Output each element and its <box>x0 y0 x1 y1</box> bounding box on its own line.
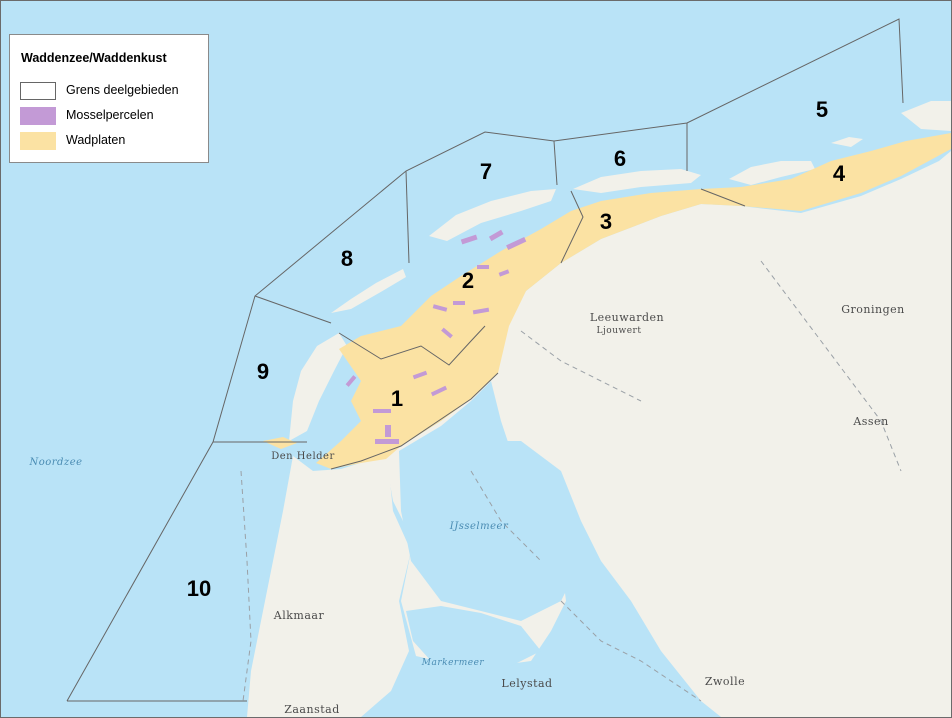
boundary-offshore <box>66 18 904 702</box>
island-schiermonnikoog <box>729 161 815 185</box>
water-label-noordzee: Noordzee <box>28 457 82 468</box>
island-vlieland <box>331 269 406 313</box>
zone-label-4: 4 <box>833 161 846 186</box>
boundary-line <box>553 140 558 186</box>
zone-label-1: 1 <box>391 386 403 411</box>
mussel-plot <box>441 327 453 339</box>
water-label-ijsselmeer: IJsselmeer <box>449 521 509 532</box>
island-borkum <box>901 101 951 131</box>
zone-label-10: 10 <box>187 576 211 601</box>
island-rottumeroog <box>831 137 863 147</box>
legend-swatch-tidal-flats <box>20 132 56 150</box>
zone-label-9: 9 <box>257 359 269 384</box>
zone-label-6: 6 <box>614 146 626 171</box>
mussel-plot <box>432 304 448 312</box>
tidal-flats-area <box>316 133 951 469</box>
boundary-line <box>338 325 486 366</box>
zone-label-8: 8 <box>341 246 353 271</box>
legend-label: Wadplaten <box>66 133 126 147</box>
boundary-line <box>330 372 499 470</box>
place-label-ljouwert: Ljouwert <box>597 326 642 336</box>
island-ameland <box>573 169 701 193</box>
place-label-alkmaar: Alkmaar <box>273 609 325 622</box>
place-label-zaanstad: Zaanstad <box>284 703 340 716</box>
place-label-assen: Assen <box>852 415 888 428</box>
land-north-holland <box>247 446 411 717</box>
map-legend: Waddenzee/Waddenkust Grens deelgebieden … <box>9 34 209 163</box>
island-texel <box>289 333 347 441</box>
water-label-markermeer: Markermeer <box>421 658 485 668</box>
area-boundaries <box>66 18 904 702</box>
mussel-plot <box>373 409 391 413</box>
place-label-zwolle: Zwolle <box>705 675 745 688</box>
zone-label-3: 3 <box>600 209 612 234</box>
boundary-line <box>700 188 746 207</box>
boundary-line <box>254 295 332 324</box>
legend-label: Mosselpercelen <box>66 108 154 122</box>
mussel-plot <box>385 425 391 437</box>
mussel-plot <box>488 229 504 242</box>
legend-title: Waddenzee/Waddenkust <box>21 51 167 65</box>
ijsselmeer-water <box>399 381 581 621</box>
tidal-flats-north-holland <box>263 437 297 449</box>
mussel-plot <box>506 236 527 250</box>
place-label-leeuwarden: Leeuwarden <box>590 311 664 324</box>
place-label-lelystad: Lelystad <box>501 677 552 690</box>
mussel-plots <box>345 229 527 444</box>
mussel-plot <box>477 265 489 269</box>
legend-swatch-boundaries <box>20 82 56 100</box>
mussel-plot <box>412 370 428 380</box>
zone-label-2: 2 <box>462 268 474 293</box>
markermeer-water <box>406 606 541 669</box>
zone-label-7: 7 <box>480 159 492 184</box>
mussel-plot <box>345 375 357 387</box>
boundary-line <box>560 190 584 264</box>
island-terschelling <box>429 189 556 241</box>
mussel-plot <box>453 301 465 305</box>
mussel-plot <box>498 269 510 277</box>
legend-label: Grens deelgebieden <box>66 83 179 97</box>
zone-label-5: 5 <box>816 97 828 122</box>
border-lines <box>240 260 902 702</box>
place-label-den-helder: Den Helder <box>271 451 335 462</box>
mussel-plot <box>460 234 478 245</box>
boundary-line <box>405 170 410 264</box>
mussel-plot <box>472 307 490 315</box>
legend-swatch-mussel-plots <box>20 107 56 125</box>
place-label-groningen: Groningen <box>841 303 905 316</box>
mussel-plot <box>375 439 399 444</box>
mussel-plot <box>430 385 448 397</box>
